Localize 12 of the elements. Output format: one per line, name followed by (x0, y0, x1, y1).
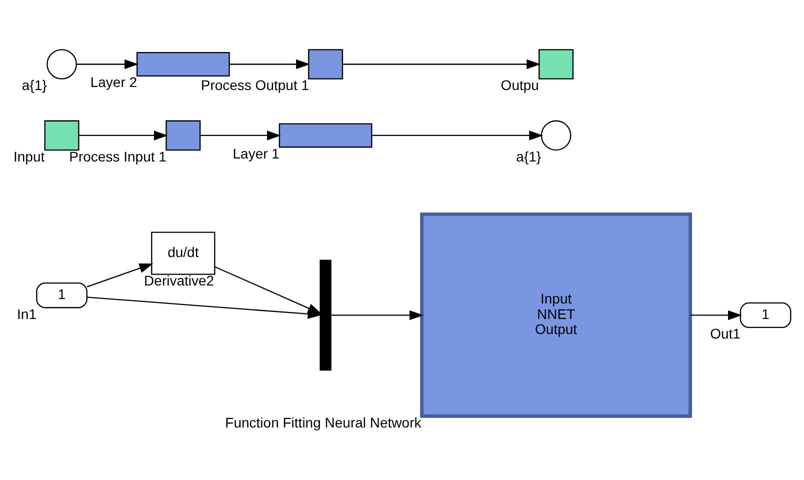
node-label: Function Fitting Neural Network (225, 414, 422, 430)
node-label: Process Output 1 (200, 76, 310, 93)
node-label: Out1 (710, 325, 740, 342)
node-label: In1 (17, 305, 36, 322)
node-label: Layer 1 (232, 144, 280, 161)
node-label: Outpu (500, 76, 539, 93)
node-label: a{1} (22, 76, 47, 93)
node-label: a{1} (516, 148, 542, 164)
node-label: Derivative2 (144, 272, 214, 288)
node-label: Input (14, 148, 45, 164)
node-label: Process Input 1 (69, 148, 166, 164)
node-label: Layer 2 (90, 74, 138, 90)
